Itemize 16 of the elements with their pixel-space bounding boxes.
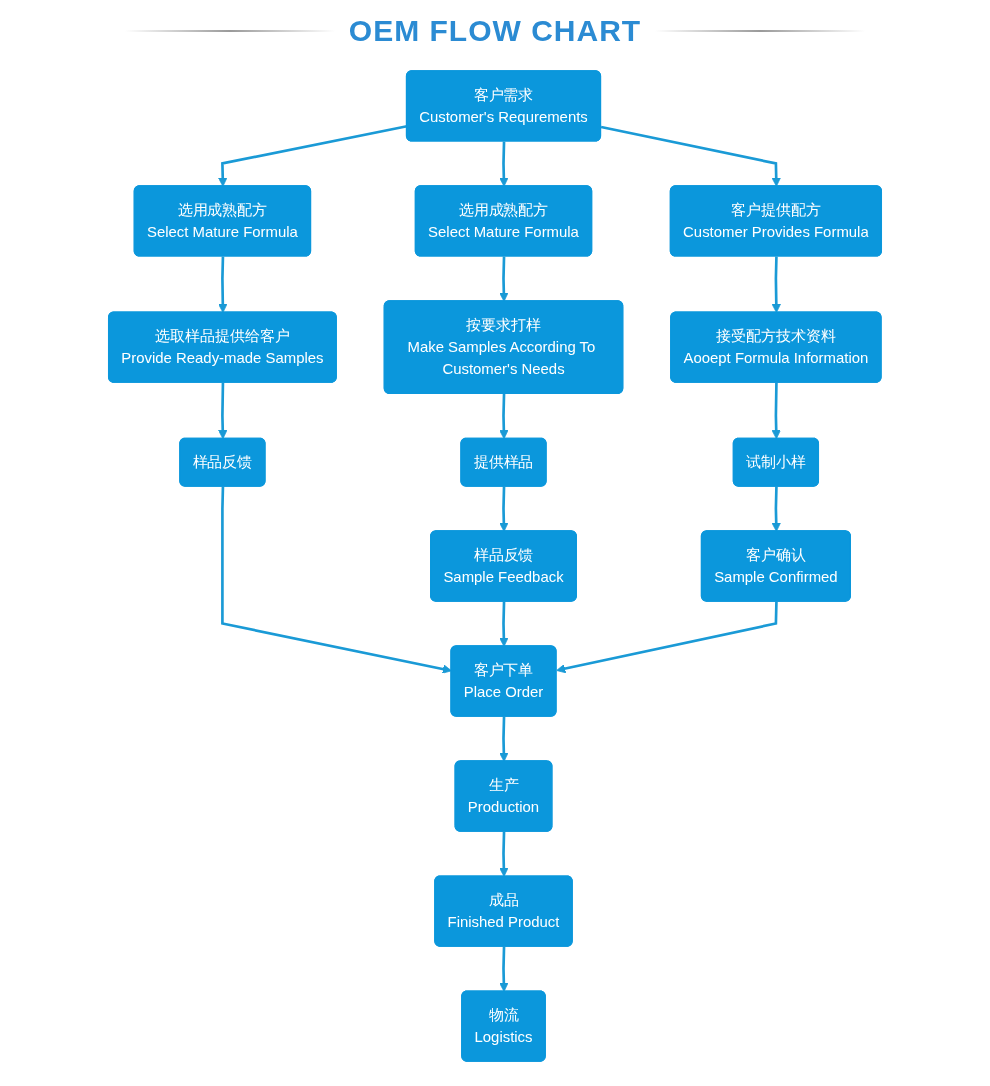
arrow [499, 256, 509, 302]
arrow [499, 601, 509, 647]
arrow [218, 382, 228, 440]
chart-title: OEM FLOW CHART [348, 14, 642, 48]
arrow [218, 256, 228, 313]
arrow [499, 946, 509, 992]
arrow [499, 141, 509, 187]
arrow [499, 831, 509, 877]
arrow [499, 486, 509, 532]
arrow [556, 601, 778, 674]
arrow [499, 393, 509, 440]
arrow [771, 486, 781, 532]
arrow [499, 716, 509, 762]
arrow [771, 256, 781, 313]
arrow [771, 382, 781, 440]
arrow [600, 125, 781, 187]
